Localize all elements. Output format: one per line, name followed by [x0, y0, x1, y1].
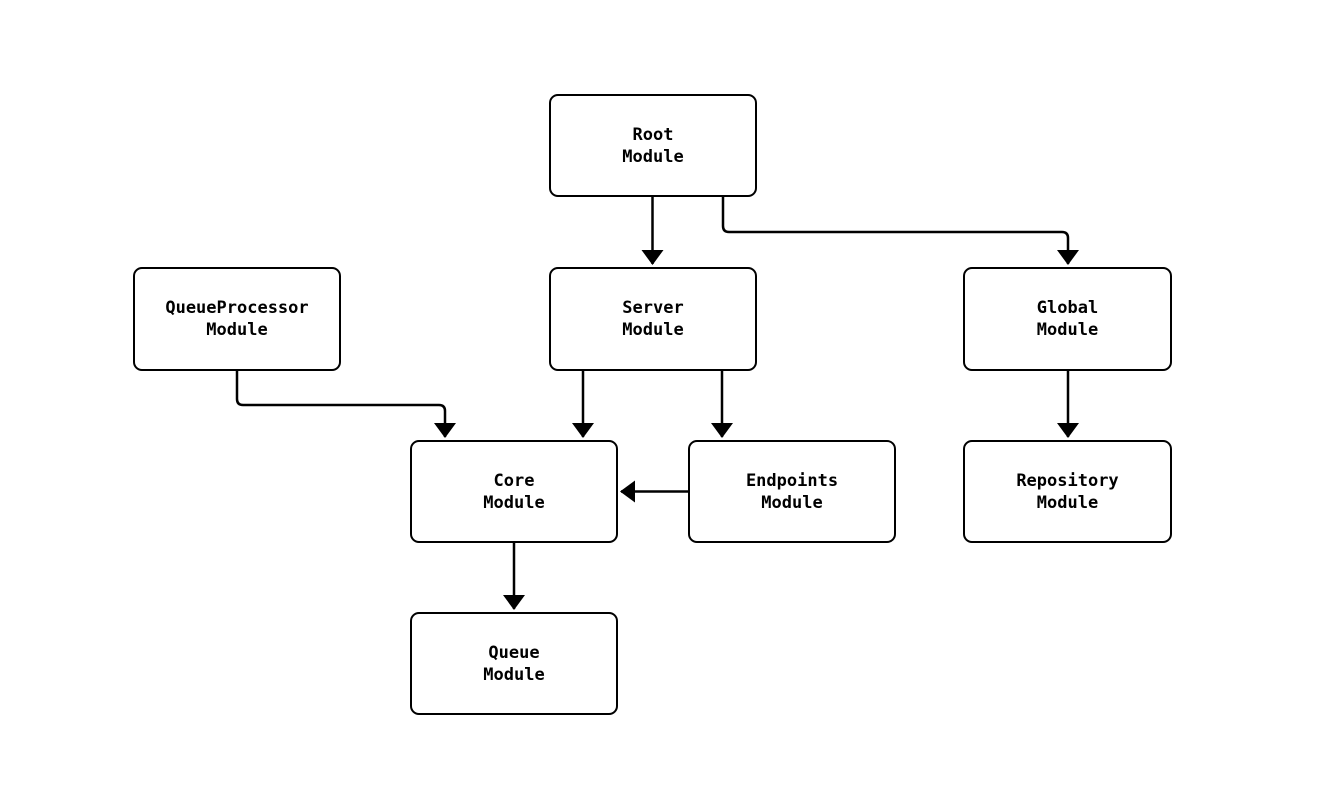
edge-root-to-global — [721, 197, 1079, 265]
node-endpoints-module: Endpoints Module — [688, 440, 896, 543]
node-server-module-label: Server Module — [622, 298, 684, 340]
node-root-module-label: Root Module — [622, 124, 684, 167]
node-queue-module: Queue Module — [410, 612, 618, 715]
edge-queueprocessor-to-core — [235, 371, 456, 438]
node-queueprocessor-module: QueueProcessor Module — [133, 267, 341, 371]
node-global-module: Global Module — [963, 267, 1172, 371]
node-root-module: Root Module — [549, 94, 757, 197]
node-repository-module: Repository Module — [963, 440, 1172, 543]
node-core-module: Core Module — [410, 440, 618, 543]
node-queueprocessor-module-label: QueueProcessor Module — [165, 298, 309, 340]
node-repository-module-label: Repository Module — [1016, 470, 1119, 513]
node-queue-module-label: Queue Module — [483, 642, 545, 685]
node-core-module-label: Core Module — [483, 470, 545, 513]
node-global-module-label: Global Module — [1036, 298, 1099, 340]
node-server-module: Server Module — [549, 267, 757, 371]
node-endpoints-module-label: Endpoints Module — [745, 470, 839, 513]
